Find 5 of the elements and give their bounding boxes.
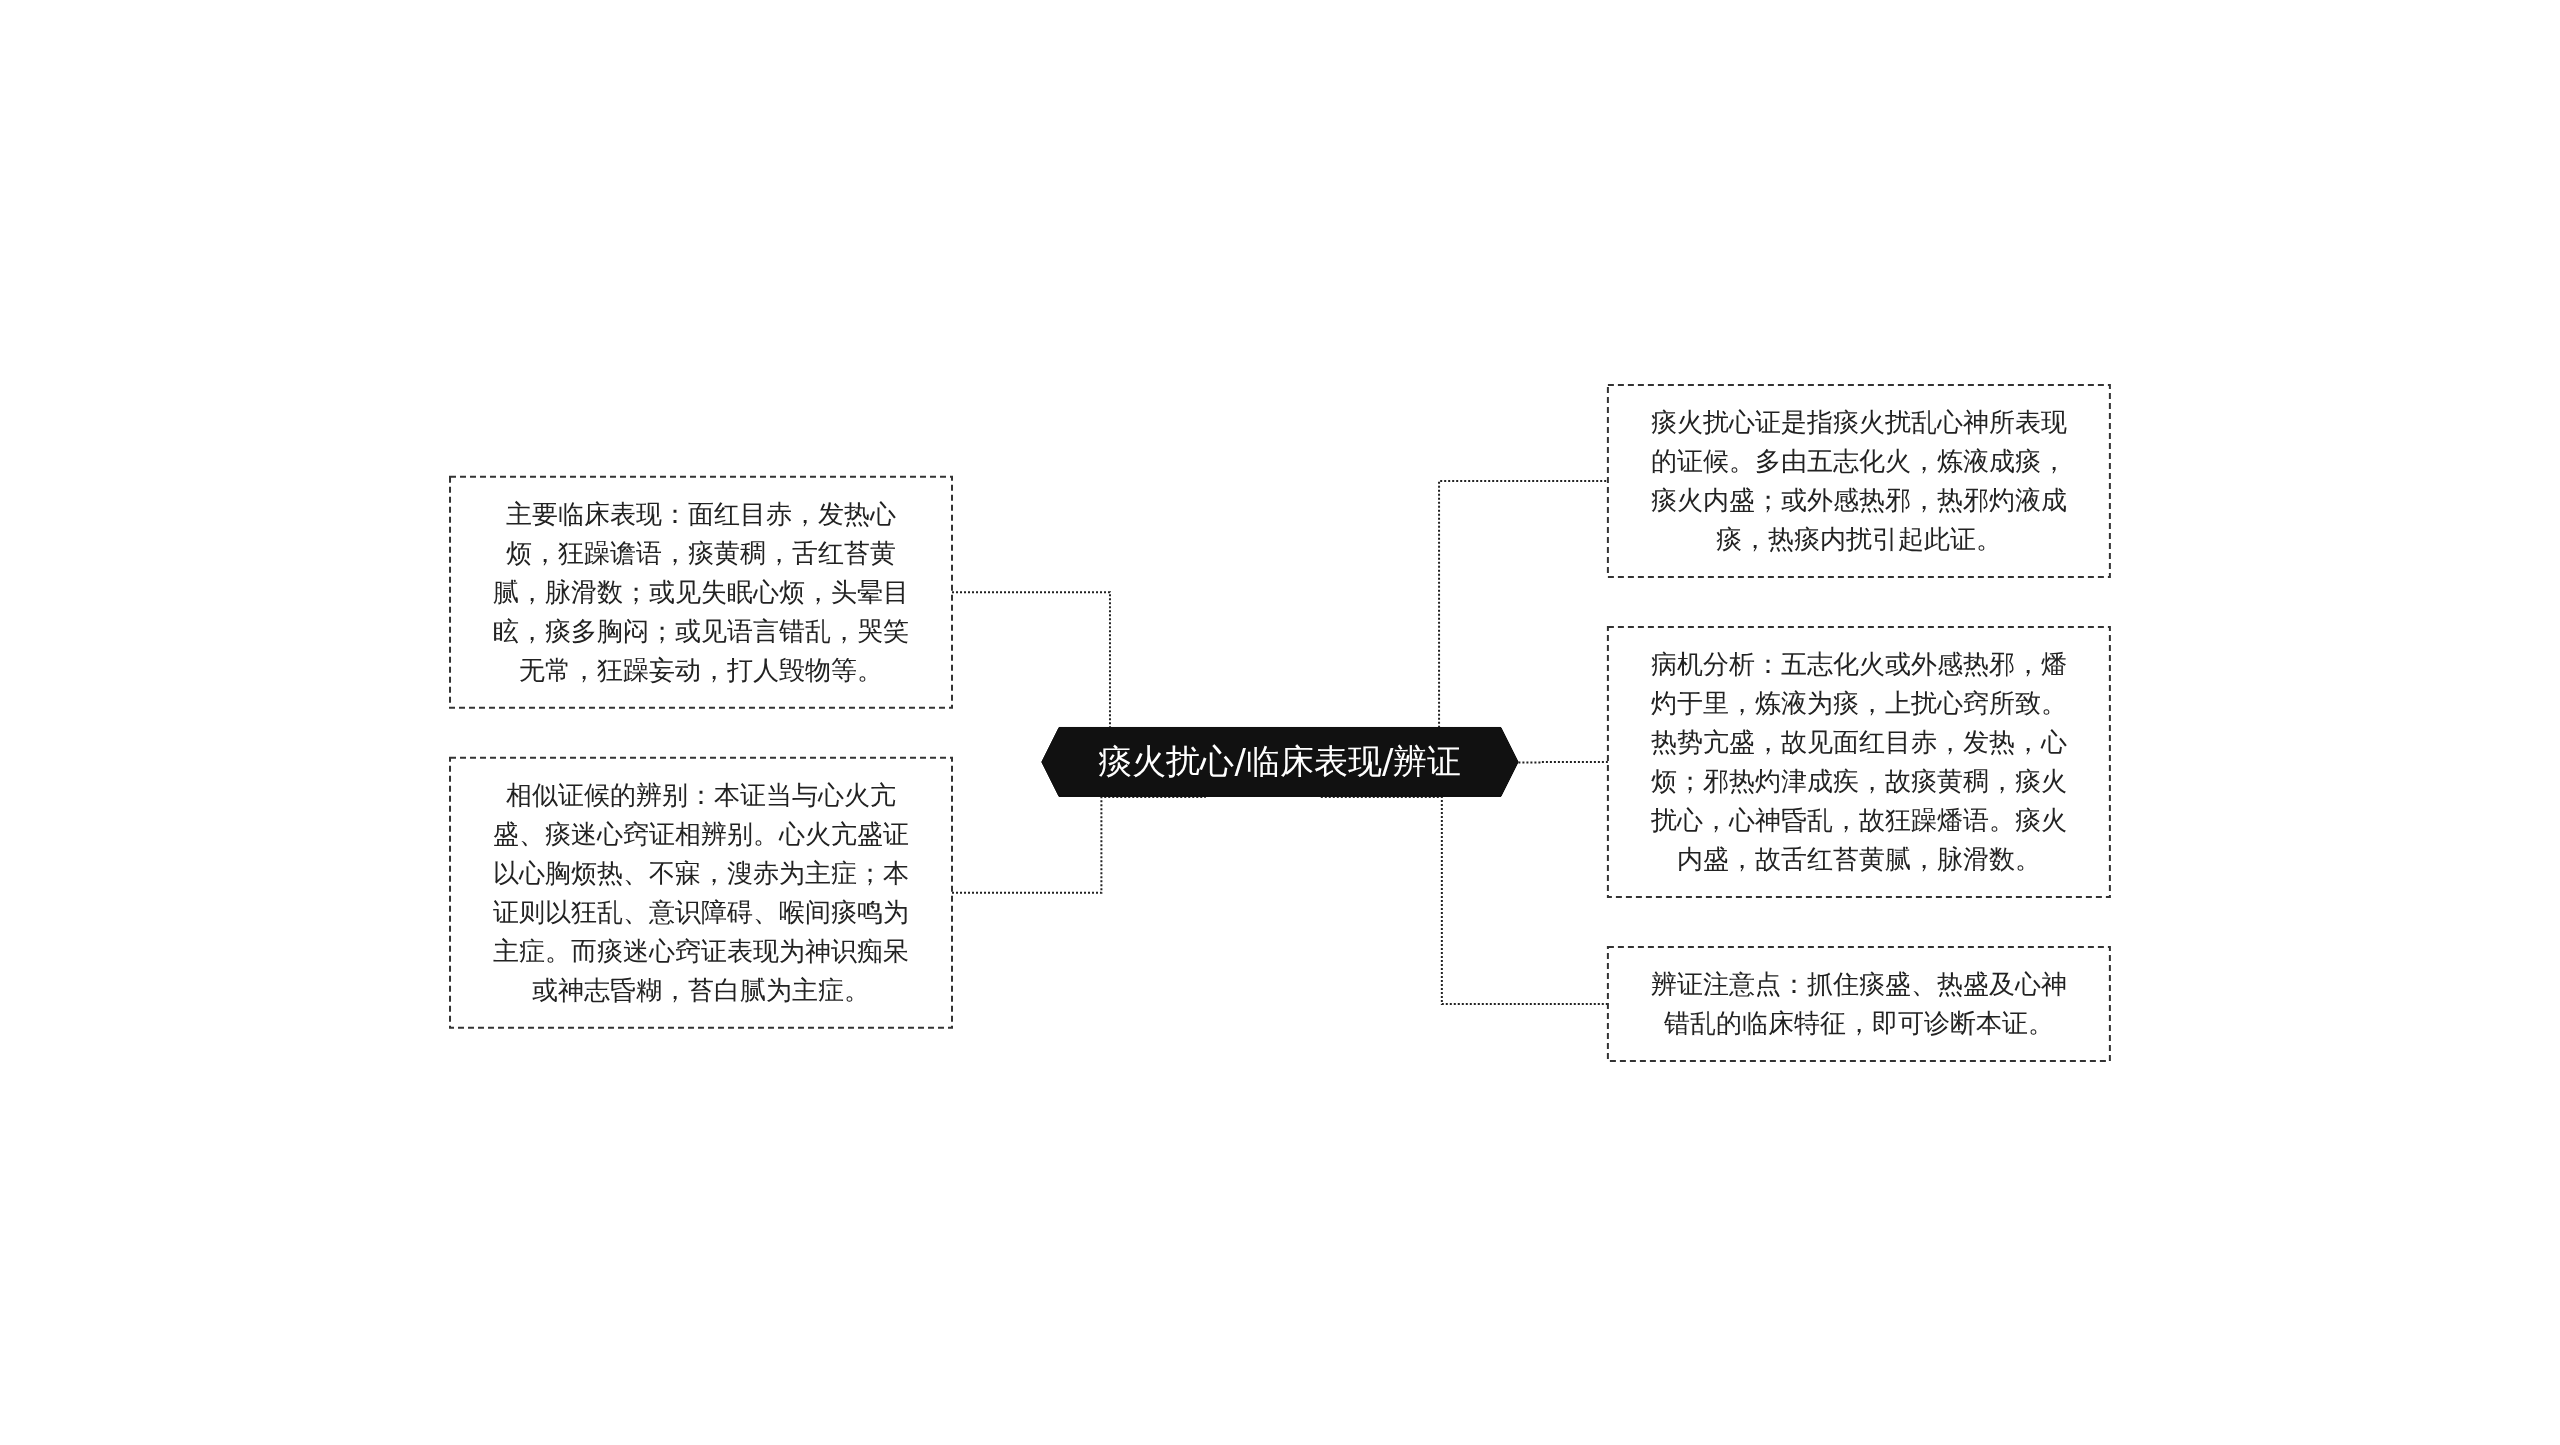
node-box: 主要临床表现：面红目赤，发热心烦，狂躁谵语，痰黄稠，舌红苔黄腻，脉滑数；或见失眠心烦，头晕目眩，痰多胸闷；或见语言错乱，哭笑无常，狂躁妄动，打人毁物等。 (449, 475, 954, 709)
node-box: 痰火扰心证是指痰火扰乱心神所表现的证候。多由五志化火，炼液成痰，痰火内盛；或外感热邪，热邪灼液成痰，热痰内扰引起此证。 (1606, 383, 2111, 578)
node-box: 病机分析：五志化火或外感热邪，燔灼于里，炼液为痰，上扰心窍所致。热势亢盛，故见面红目赤，发热，心烦；邪热灼津成疾，故痰黄稠，痰火扰心，心神昏乱，故狂躁燔语。痰火内盛，故舌红苔黄腻，脉滑数。 (1606, 625, 2111, 898)
node-box: 相似证候的辨别：本证当与心火亢盛、痰迷心窍证相辨别。心火亢盛证以心胸烦热、不寐，溲赤为主症；本证则以狂乱、意识障碍、喉间痰鸣为主症。而痰迷心窍证表现为神识痴呆或神志昏糊，苔白腻为主症。 (449, 756, 954, 1029)
node-box: 辨证注意点：抓住痰盛、热盛及心神错乱的临床特征，即可诊断本证。 (1606, 945, 2111, 1062)
